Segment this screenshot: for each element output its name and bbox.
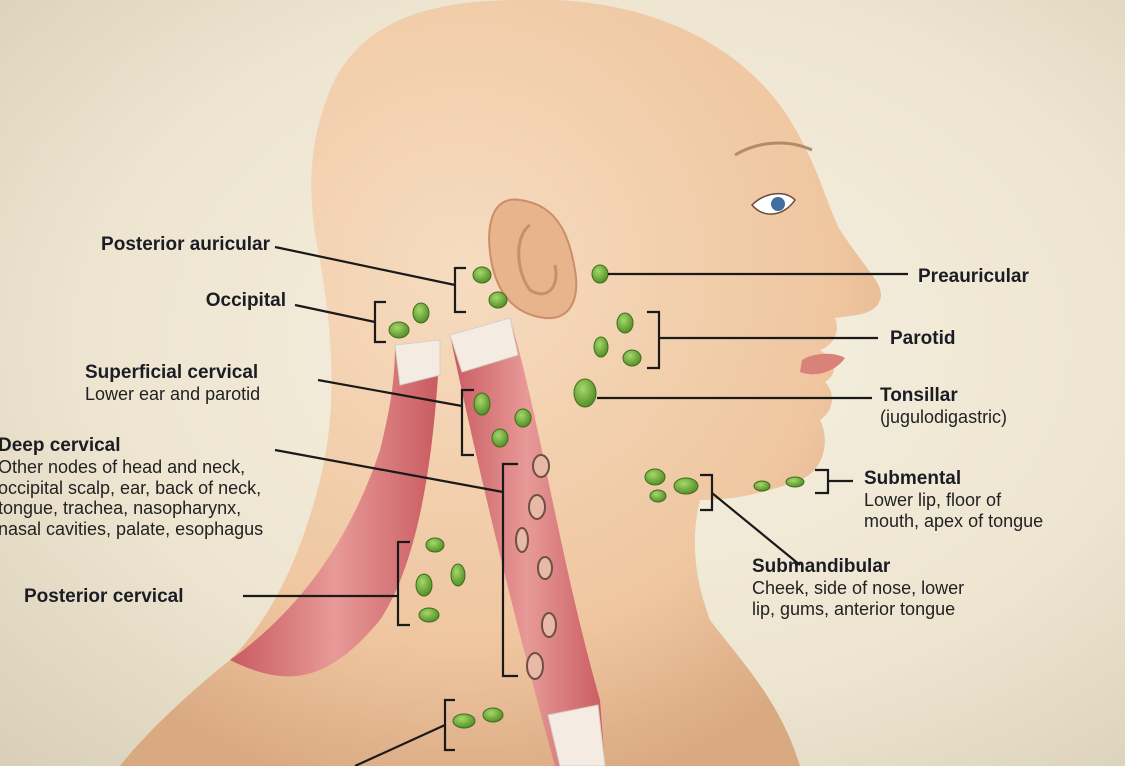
lymph-node [649,489,667,503]
lymph-node [450,563,466,587]
deep-lymph-node [526,652,544,680]
lymph-node [514,408,532,428]
label-desc: Lower lip, floor of [864,489,1002,510]
label-title: Occipital [205,290,286,311]
label-superficial-cervical: Superficial cervical Lower ear and parot… [85,362,260,405]
label-title: Posterior cervical [24,586,184,607]
label-desc: occipital scalp, ear, back of neck, [0,477,262,498]
deep-lymph-node [528,494,546,520]
lymph-node [425,537,445,553]
lymph-node [472,266,492,284]
label-submandibular: Submandibular Cheek, side of nose, lower… [752,556,964,619]
label-title: Submandibular [752,556,891,577]
label-desc: lip, gums, anterior tongue [752,598,956,619]
label-preauricular: Preauricular [918,266,1029,288]
label-desc: mouth, apex of tongue [864,510,1044,531]
lymph-node [452,713,476,729]
label-deep-cervical: Deep cervical Other nodes of head and ne… [0,435,263,540]
lymph-node [593,336,609,358]
deep-lymph-node [541,612,557,638]
lymph-node [673,477,699,495]
label-title: Superficial cervical [85,362,259,383]
label-parotid: Parotid [890,328,955,350]
label-submental: Submental Lower lip, floor of mouth, ape… [864,468,1043,531]
deep-lymph-node [515,527,529,553]
deep-lymph-node [537,556,553,580]
label-desc: Other nodes of head and neck, [0,456,246,477]
label-desc: tongue, trachea, nasopharynx, [0,498,242,519]
ear [488,198,578,320]
label-title: Tonsillar [880,385,958,406]
label-desc: Cheek, side of nose, lower [752,577,965,598]
label-title: Preauricular [918,266,1029,287]
lymph-node [616,312,634,334]
lips [800,353,845,375]
label-title: Posterior auricular [101,234,270,255]
label-posterior-auricular: Posterior auricular [40,234,270,256]
lymph-node [388,321,410,339]
lymph-node [622,349,642,367]
label-desc: nasal cavities, palate, esophagus [0,518,264,539]
label-desc: Lower ear and parotid [85,383,261,404]
label-title: Parotid [890,328,956,349]
lymph-node [753,480,771,492]
lymph-node [412,302,430,324]
leader-lines [243,245,908,766]
label-posterior-cervical: Posterior cervical [24,586,183,608]
label-occipital: Occipital [100,290,286,312]
label-tonsillar: Tonsillar (jugulodigastric) [880,385,1007,428]
trapezius-muscle [230,340,440,677]
lymph-node [415,573,433,597]
lymph-node [488,291,508,309]
lymph-node [644,468,666,486]
label-desc: (jugulodigastric) [880,406,1008,427]
lymph-node [473,392,491,416]
lymph-node [591,264,609,284]
lymph-node [573,378,597,408]
lymph-node [785,476,805,488]
lymph-node [491,428,509,448]
lymph-node [482,707,504,723]
label-title: Deep cervical [0,435,121,456]
label-title: Submental [864,468,962,489]
deep-lymph-node [532,454,550,478]
lymph-node [418,607,440,623]
